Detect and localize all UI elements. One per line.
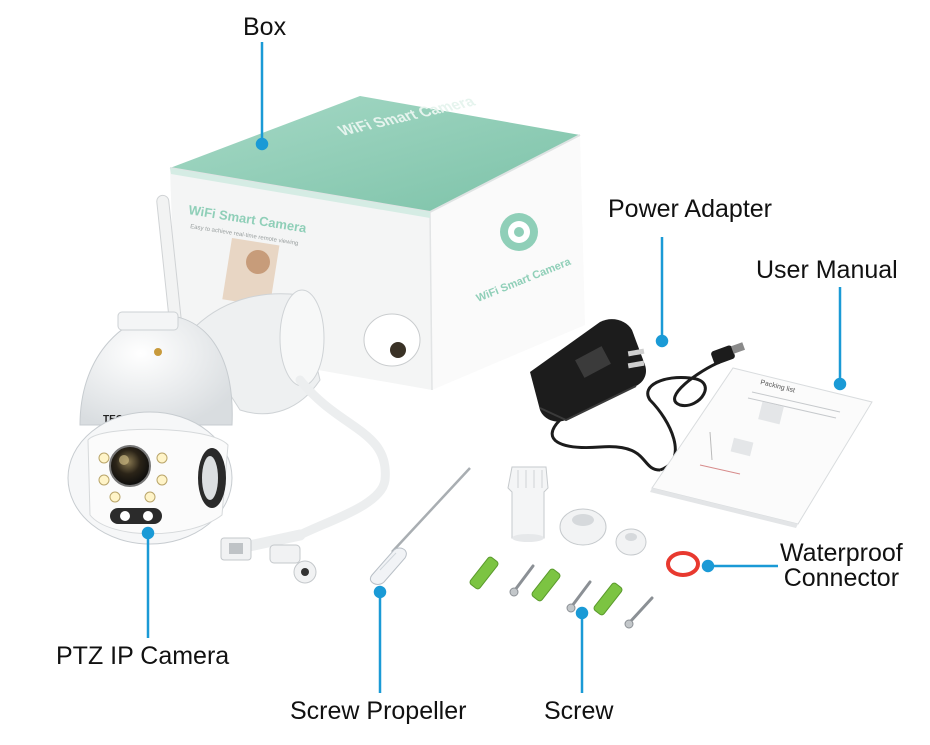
- label-screw: Screw: [544, 697, 614, 725]
- user-manual: Packing list: [650, 367, 873, 528]
- label-waterproof-connector: Waterproof Connector: [780, 541, 903, 591]
- ptz-ip-camera: TECHEGE: [67, 194, 390, 584]
- screws-and-anchors: [469, 556, 654, 629]
- label-waterproof-line2: Connector: [783, 564, 900, 592]
- box-side-logo: [500, 213, 538, 251]
- callout-lines: [141, 42, 847, 693]
- power-adapter: [530, 319, 746, 472]
- label-screw-propeller: Screw Propeller: [290, 697, 467, 725]
- label-box: Box: [243, 13, 287, 41]
- label-power-adapter: Power Adapter: [608, 195, 772, 223]
- label-ptz-ip-camera: PTZ IP Camera: [56, 642, 230, 670]
- label-waterproof-line1: Waterproof: [780, 539, 903, 567]
- label-user-manual: User Manual: [756, 256, 898, 284]
- waterproof-connector: [507, 466, 700, 577]
- screw-propeller: [370, 467, 471, 585]
